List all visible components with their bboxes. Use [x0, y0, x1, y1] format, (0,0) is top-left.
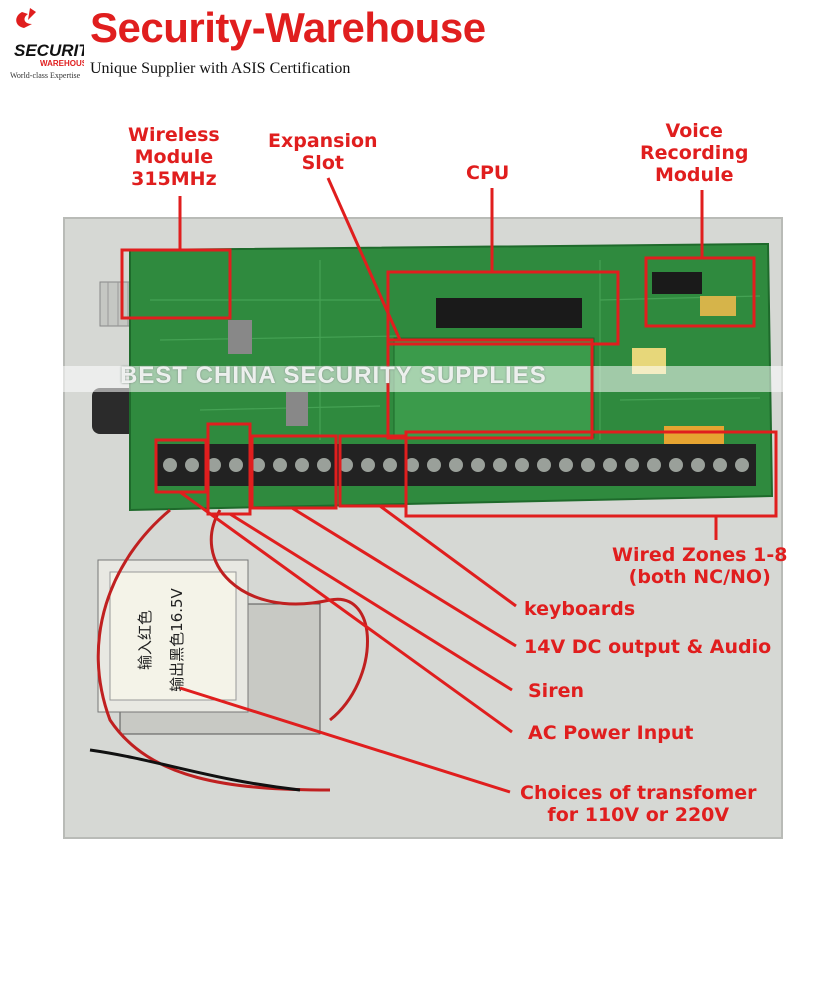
voice-transformer [700, 296, 736, 316]
zones-label: Wired Zones 1-8 (both NC/NO) [612, 544, 788, 588]
transformer-label: Choices of transfomer for 110V or 220V [520, 782, 757, 826]
expansion-box [386, 338, 594, 440]
security-warehouse-logo: SECURITY WAREHOUSE World-class Expertise [10, 8, 84, 80]
logo-main-text: SECURITY [14, 41, 84, 60]
wire-black [89, 748, 301, 792]
transformer-label-1: 输入红色 [136, 610, 154, 670]
keyboards-label: keyboards [524, 598, 636, 620]
cpu-label: CPU [466, 162, 510, 184]
voice-box [644, 256, 756, 328]
transformer: 输入红色 输出黑色16.5V [97, 559, 321, 735]
cpu-box [386, 270, 620, 346]
regulator [228, 320, 252, 354]
voice-chip [652, 272, 702, 294]
site-title: Security-Warehouse [90, 4, 486, 51]
keyboards-box [338, 434, 408, 508]
voice-label: Voice Recording Module [640, 120, 749, 186]
wire-red [96, 508, 331, 792]
wireless-label: Wireless Module 315MHz [128, 124, 220, 190]
tagline: Unique Supplier with ASIS Certification [90, 60, 351, 77]
expansion-label: Expansion Slot [268, 130, 378, 174]
ac-power-label: AC Power Input [528, 722, 694, 744]
dc-output-label: 14V DC output & Audio [524, 636, 772, 658]
siren-box [206, 422, 252, 516]
logo-sub-text: WAREHOUSE [40, 59, 84, 68]
transformer-label-2: 输出黑色16.5V [168, 587, 186, 691]
cpu-chip [436, 298, 582, 328]
siren-label: Siren [528, 680, 584, 702]
watermark: BEST CHINA SECURITY SUPPLIES [120, 362, 547, 389]
logo-motto: World-class Expertise [10, 71, 81, 80]
watermark-band [0, 366, 840, 392]
wireless-box [120, 248, 232, 320]
regulator [286, 392, 308, 426]
